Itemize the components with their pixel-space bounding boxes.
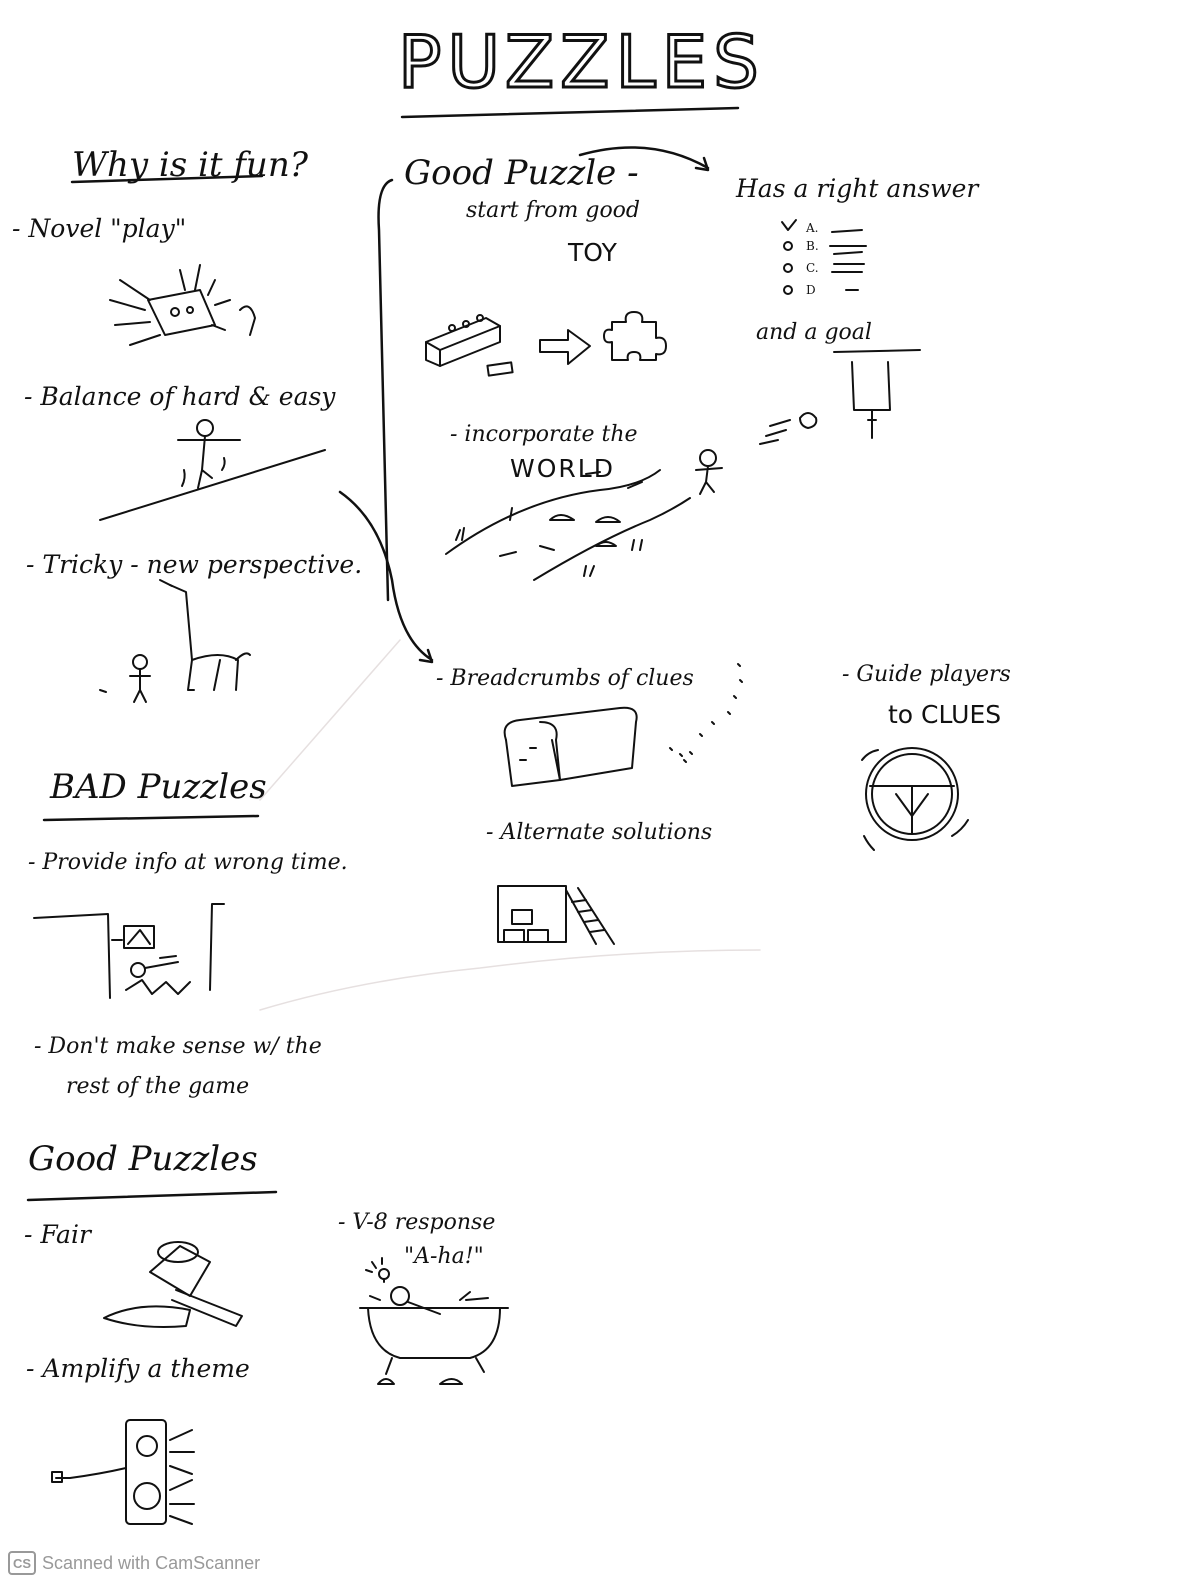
good-puzzles-item: - Amplify a theme bbox=[26, 1354, 250, 1383]
bad-puzzles-item: rest of the game bbox=[66, 1074, 250, 1099]
lego-to-puzzle-sketch bbox=[425, 311, 667, 377]
title-underline bbox=[400, 106, 740, 119]
gavel-sketch bbox=[103, 1241, 243, 1328]
faint-background-marks bbox=[259, 639, 761, 1011]
bad-puzzles-item: - Don't make sense w/ the bbox=[34, 1034, 322, 1059]
option-label: B. bbox=[806, 239, 819, 253]
option-label: A. bbox=[806, 221, 819, 235]
why-fun-item: - Balance of hard & easy bbox=[24, 382, 336, 411]
breadcrumbs-label: - Breadcrumbs of clues bbox=[436, 666, 694, 691]
alternate-solutions-sketch bbox=[497, 885, 615, 945]
bad-puzzles-item: - Provide info at wrong time. bbox=[28, 850, 348, 875]
camscanner-logo: CS bbox=[8, 1551, 36, 1575]
why-fun-underline bbox=[70, 174, 264, 184]
bad-puzzles-heading: BAD Puzzles bbox=[50, 767, 267, 807]
world-label: WORLD bbox=[510, 454, 615, 483]
world-sketch bbox=[445, 449, 723, 581]
camscanner-footer: CS Scanned with CamScanner bbox=[8, 1551, 260, 1575]
speaker-sketch bbox=[51, 1419, 195, 1525]
why-fun-heading: Why is it fun? bbox=[72, 145, 308, 185]
page-title: PUZZLES bbox=[397, 20, 765, 104]
why-fun-item: - Novel "play" bbox=[12, 214, 187, 243]
alternate-solutions-label: - Alternate solutions bbox=[486, 820, 713, 845]
to-clues-label: to CLUES bbox=[888, 700, 1002, 729]
good-puzzles-item: - Fair bbox=[24, 1220, 91, 1249]
good-puzzles-item: - V-8 response bbox=[338, 1210, 496, 1235]
option-label: C. bbox=[806, 261, 819, 275]
goal-label: and a goal bbox=[756, 320, 872, 345]
bad-puzzles-underline bbox=[42, 814, 260, 822]
option-label: D bbox=[806, 283, 816, 297]
incorporate-label: - incorporate the bbox=[450, 422, 638, 447]
bathtub-sketch bbox=[359, 1257, 509, 1385]
good-puzzle-line2: start from good bbox=[466, 198, 641, 223]
camscanner-text: Scanned with CamScanner bbox=[42, 1552, 261, 1573]
goal-sketch bbox=[759, 349, 921, 445]
arrow-to-breadcrumbs bbox=[338, 490, 434, 664]
good-puzzle-heading: Good Puzzle - bbox=[404, 153, 639, 193]
giraffe-sketch bbox=[99, 579, 251, 703]
explosion-box-sketch bbox=[109, 264, 256, 346]
why-fun-item: - Tricky - new perspective. bbox=[26, 550, 363, 579]
guide-players-label: - Guide players bbox=[842, 662, 1011, 687]
balance-figure-sketch bbox=[99, 419, 326, 521]
steering-wheel-sketch bbox=[861, 747, 969, 851]
toy-label: TOY bbox=[568, 238, 617, 267]
aha-text: "A-ha!" bbox=[404, 1244, 484, 1269]
multiple-choice-sketch bbox=[781, 219, 867, 295]
good-puzzles-heading: Good Puzzles bbox=[28, 1139, 258, 1179]
bracket-line bbox=[377, 178, 394, 602]
wrong-time-sketch bbox=[33, 903, 225, 999]
arrow-to-answer bbox=[578, 146, 710, 172]
right-answer-label: Has a right answer bbox=[736, 174, 979, 203]
bread-sketch bbox=[503, 663, 743, 787]
good-puzzles-underline bbox=[26, 1190, 278, 1202]
